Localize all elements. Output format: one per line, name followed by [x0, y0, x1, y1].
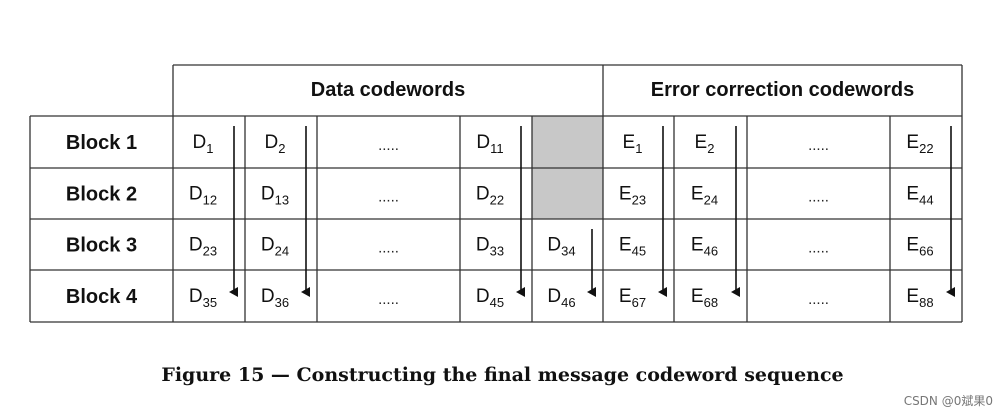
data-codeword-cell: D45: [476, 286, 504, 310]
data-codeword-cell: D1: [193, 132, 214, 156]
data-codewords-header: Data codewords: [311, 79, 465, 101]
empty-cell-shade: [532, 116, 603, 168]
data-codeword-cell: D33: [476, 235, 504, 259]
ellipsis-text: .....: [808, 291, 829, 308]
ec-codeword-cell: E1: [623, 132, 643, 156]
data-codeword-cell: D46: [547, 286, 575, 310]
figure-caption: Figure 15 — Constructing the final messa…: [161, 364, 844, 386]
watermark: CSDN @0斌果0: [903, 394, 993, 408]
ellipsis-text: .....: [808, 189, 829, 206]
block-label: Block 4: [66, 286, 138, 308]
ec-codeword-cell: E67: [619, 286, 646, 310]
ec-codeword-cell: E44: [906, 184, 933, 208]
ellipsis-text: .....: [378, 189, 399, 206]
ec-codeword-cell: E66: [906, 235, 933, 259]
ec-codeword-cell: E46: [691, 235, 718, 259]
ec-codeword-cell: E45: [619, 235, 646, 259]
data-codeword-cell: D35: [189, 286, 217, 310]
data-codeword-cell: D2: [265, 132, 286, 156]
ec-codeword-cell: E23: [619, 184, 646, 208]
block-label: Block 1: [66, 132, 137, 154]
ec-codeword-cell: E68: [691, 286, 718, 310]
empty-cell-shade: [532, 168, 603, 219]
ec-codeword-cell: E88: [906, 286, 933, 310]
block-label: Block 3: [66, 235, 137, 257]
ellipsis-text: .....: [808, 137, 829, 154]
data-codeword-cell: D13: [261, 184, 289, 208]
data-codeword-cell: D24: [261, 235, 289, 259]
ellipsis-text: .....: [808, 240, 829, 257]
ec-codewords-header: Error correction codewords: [651, 79, 914, 101]
ellipsis-text: .....: [378, 291, 399, 308]
ec-codeword-cell: E22: [906, 132, 933, 156]
data-codeword-cell: D23: [189, 235, 217, 259]
data-codeword-cell: D36: [261, 286, 289, 310]
data-codeword-cell: D11: [476, 132, 503, 156]
ellipsis-text: .....: [378, 137, 399, 154]
ec-codeword-cell: E24: [691, 184, 718, 208]
ellipsis-text: .....: [378, 240, 399, 257]
block-label: Block 2: [66, 184, 137, 206]
data-codeword-cell: D12: [189, 184, 217, 208]
data-codeword-cell: D22: [476, 184, 504, 208]
data-codeword-cell: D34: [547, 235, 575, 259]
ec-codeword-cell: E2: [695, 132, 715, 156]
